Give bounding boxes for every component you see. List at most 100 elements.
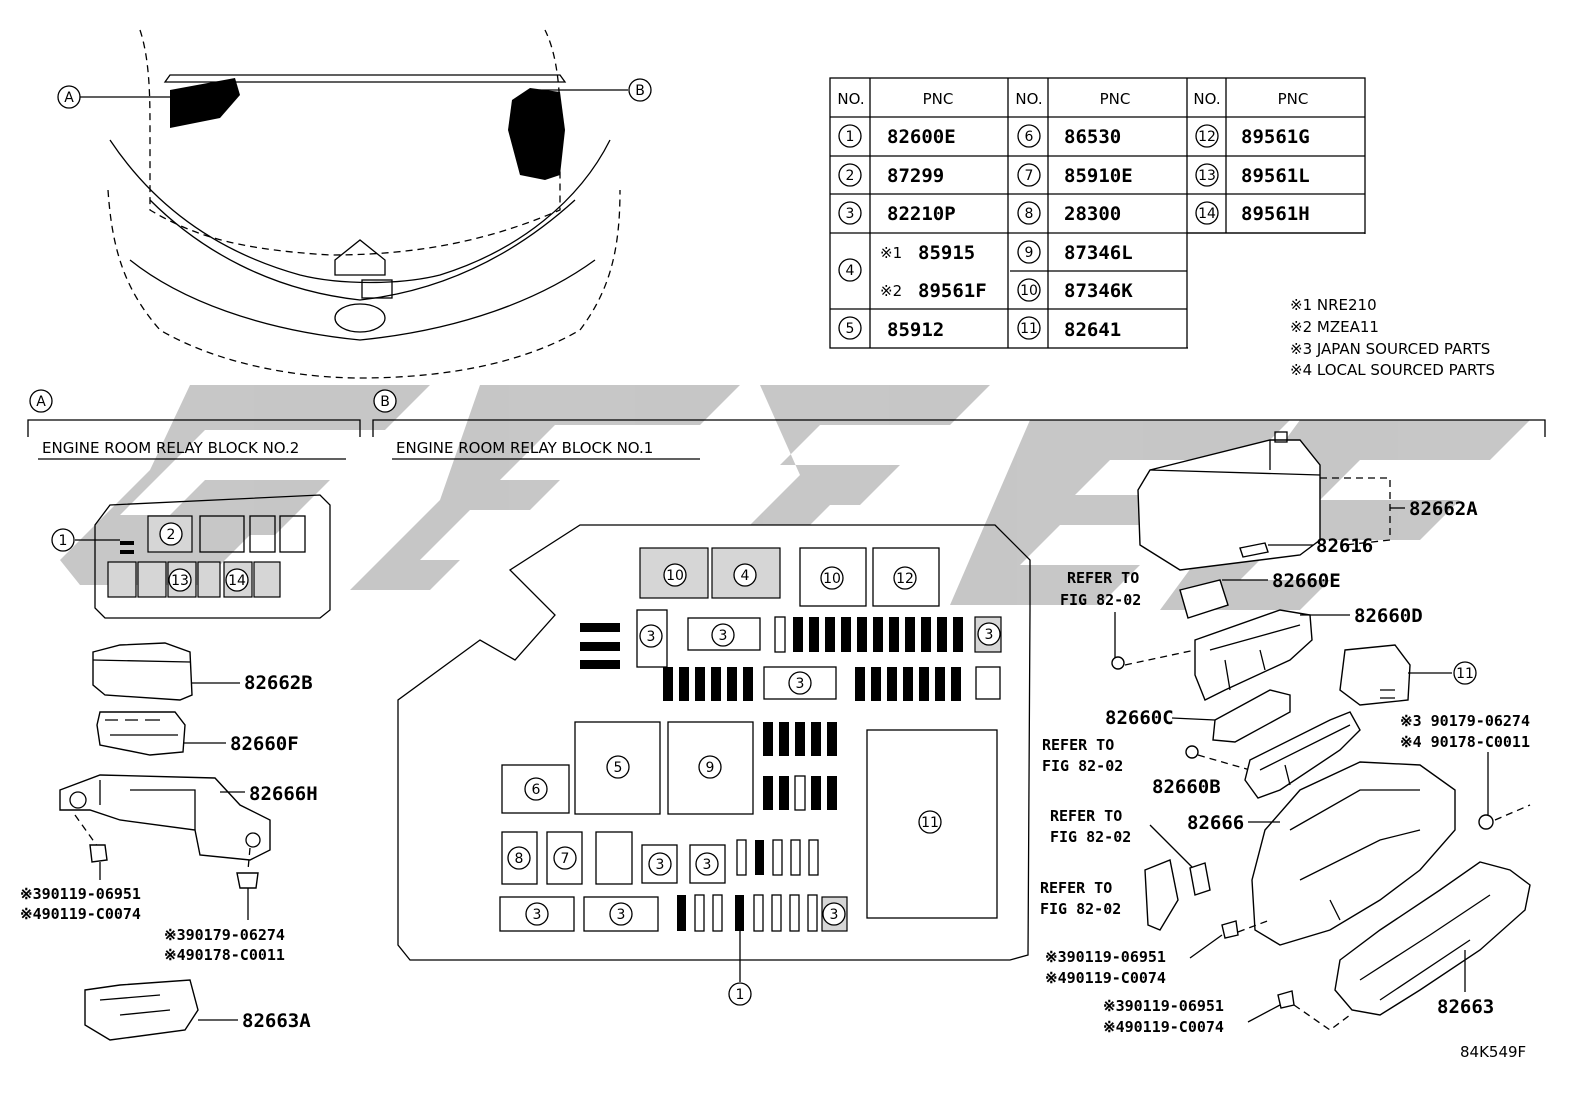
- block-a-callout-14: 14: [228, 573, 246, 589]
- view-a-letter: A: [64, 90, 74, 106]
- block-a-callout-2: 2: [167, 527, 176, 543]
- part-82660C: 82660C: [1105, 707, 1174, 729]
- callout-view-b: B: [539, 78, 652, 102]
- view-b-title: ENGINE ROOM RELAY BLOCK NO.1: [396, 439, 653, 457]
- fuse-row-bottom: [677, 894, 818, 932]
- block-b-callout-3f: 3: [703, 857, 712, 873]
- view-a-header: A ENGINE ROOM RELAY BLOCK NO.2: [27, 389, 361, 460]
- row-pnc: 89561L: [1241, 165, 1310, 187]
- block-b-callout-3g: 3: [533, 907, 542, 923]
- row-no: 2: [846, 168, 855, 184]
- header-pnc-3: PNC: [1278, 90, 1309, 108]
- row-pnc: 82641: [1064, 319, 1121, 341]
- header-pnc-2: PNC: [1100, 90, 1131, 108]
- row-pnc: 89561G: [1241, 126, 1310, 148]
- left-parts: 82662B 82660F 82666H ※390119-06951 ※4901…: [20, 642, 318, 1041]
- row-no: 10: [1020, 283, 1038, 299]
- row-no: 3: [846, 206, 855, 222]
- refer-4-line2: FIG 82-02: [1040, 900, 1121, 918]
- row-pnc: 87299: [887, 165, 944, 187]
- note-1: ※1 NRE210: [1290, 296, 1377, 314]
- block-a-callout-1: 1: [59, 533, 68, 549]
- fuse-grid: [763, 722, 837, 811]
- block-b-callout-3c: 3: [985, 627, 994, 643]
- block-b-callout-10a: 10: [666, 568, 684, 584]
- refer-2-line1: REFER TO: [1042, 736, 1114, 754]
- row-no: 1: [846, 129, 855, 145]
- refer-4-line1: REFER TO: [1040, 879, 1112, 897]
- view-b-header: B ENGINE ROOM RELAY BLOCK NO.1: [372, 389, 1546, 460]
- block-b-callout-10b: 10: [823, 571, 841, 587]
- fastener-left-1-local: ※490119-C0074: [20, 905, 141, 923]
- block-b-callout-3a: 3: [647, 629, 656, 645]
- block-b-callout-3e: 3: [656, 857, 665, 873]
- row-pnc: 85912: [887, 319, 944, 341]
- header-pnc-1: PNC: [923, 90, 954, 108]
- row-pnc: 89561F: [918, 280, 987, 302]
- relay-block-no1: 10 4 10 12 3 3 3: [397, 524, 1031, 1006]
- part-82662A: 82662A: [1409, 498, 1478, 520]
- block-b-callout-1: 1: [736, 987, 745, 1003]
- right-parts: 82662A 82616 82660E REFER TO FIG 82-02 8…: [1040, 431, 1531, 1036]
- row-no: 12: [1198, 129, 1216, 145]
- refer-2-line2: FIG 82-02: [1042, 757, 1123, 775]
- view-a-title: ENGINE ROOM RELAY BLOCK NO.2: [42, 439, 299, 457]
- fastener-right-1-japan: ※3 90179-06274: [1400, 712, 1530, 730]
- row-no: 11: [1020, 321, 1038, 337]
- fastener-left-1-japan: ※390119-06951: [20, 885, 141, 903]
- svg-text:A: A: [36, 394, 46, 410]
- row-no: 5: [846, 321, 855, 337]
- block-a-callout-13: 13: [171, 573, 189, 589]
- row-pnc: 85910E: [1064, 165, 1133, 187]
- block-b-callout-9: 9: [706, 760, 715, 776]
- fastener-right-2-japan: ※390119-06951: [1045, 948, 1166, 966]
- part-82662B: 82662B: [244, 672, 313, 694]
- block-b-callout-3d: 3: [796, 676, 805, 692]
- part-82660F: 82660F: [230, 733, 299, 755]
- part-82660B: 82660B: [1152, 776, 1221, 798]
- fastener-right-3-japan: ※390119-06951: [1103, 997, 1224, 1015]
- row-mark: ※1: [880, 244, 902, 262]
- view-b-letter: B: [635, 83, 645, 99]
- pnc-table: NO. PNC NO. PNC NO. PNC 1 82600E 2 87299…: [829, 77, 1368, 350]
- row-pnc: 82600E: [887, 126, 956, 148]
- header-no-2: NO.: [1015, 90, 1042, 108]
- fuse-row-mid: [663, 667, 961, 701]
- callout-view-a: A: [57, 85, 182, 109]
- fastener-right-2-local: ※490119-C0074: [1045, 969, 1166, 987]
- block-b-callout-4: 4: [741, 568, 750, 584]
- fastener-left-2-japan: ※390179-06274: [164, 926, 285, 944]
- row-pnc: 86530: [1064, 126, 1121, 148]
- notes: ※1 NRE210 ※2 MZEA11 ※3 JAPAN SOURCED PAR…: [1290, 296, 1495, 379]
- refer-3-line1: REFER TO: [1050, 807, 1122, 825]
- row-pnc: 87346K: [1064, 280, 1133, 302]
- car-front-view: [107, 29, 621, 379]
- note-2: ※2 MZEA11: [1290, 318, 1379, 336]
- row-no: 4: [846, 263, 855, 279]
- right-callout-11: 11: [1456, 666, 1474, 682]
- block-b-callout-3b: 3: [719, 628, 728, 644]
- block-b-callout-3h: 3: [617, 907, 626, 923]
- row-mark: ※2: [880, 282, 902, 300]
- header-no-1: NO.: [837, 90, 864, 108]
- fuse-row-top: [793, 617, 963, 652]
- block-b-callout-8: 8: [515, 851, 524, 867]
- row-pnc: 89561H: [1241, 203, 1310, 225]
- block-b-callout-3i: 3: [830, 907, 839, 923]
- row-no: 7: [1025, 168, 1034, 184]
- figure-code: 84K549F: [1460, 1043, 1526, 1061]
- row-pnc: 87346L: [1064, 242, 1133, 264]
- row-no: 8: [1025, 206, 1034, 222]
- block-b-callout-11: 11: [921, 815, 939, 831]
- block-b-callout-5: 5: [614, 760, 623, 776]
- fastener-right-1-local: ※4 90178-C0011: [1400, 733, 1530, 751]
- svg-text:B: B: [380, 394, 390, 410]
- part-82616: 82616: [1316, 535, 1373, 557]
- row-pnc: 82210P: [887, 203, 956, 225]
- refer-1-line2: FIG 82-02: [1060, 591, 1141, 609]
- row-no: 13: [1198, 168, 1216, 184]
- part-82660E: 82660E: [1272, 570, 1341, 592]
- row-pnc: 28300: [1064, 203, 1121, 225]
- fastener-right-3-local: ※490119-C0074: [1103, 1018, 1224, 1036]
